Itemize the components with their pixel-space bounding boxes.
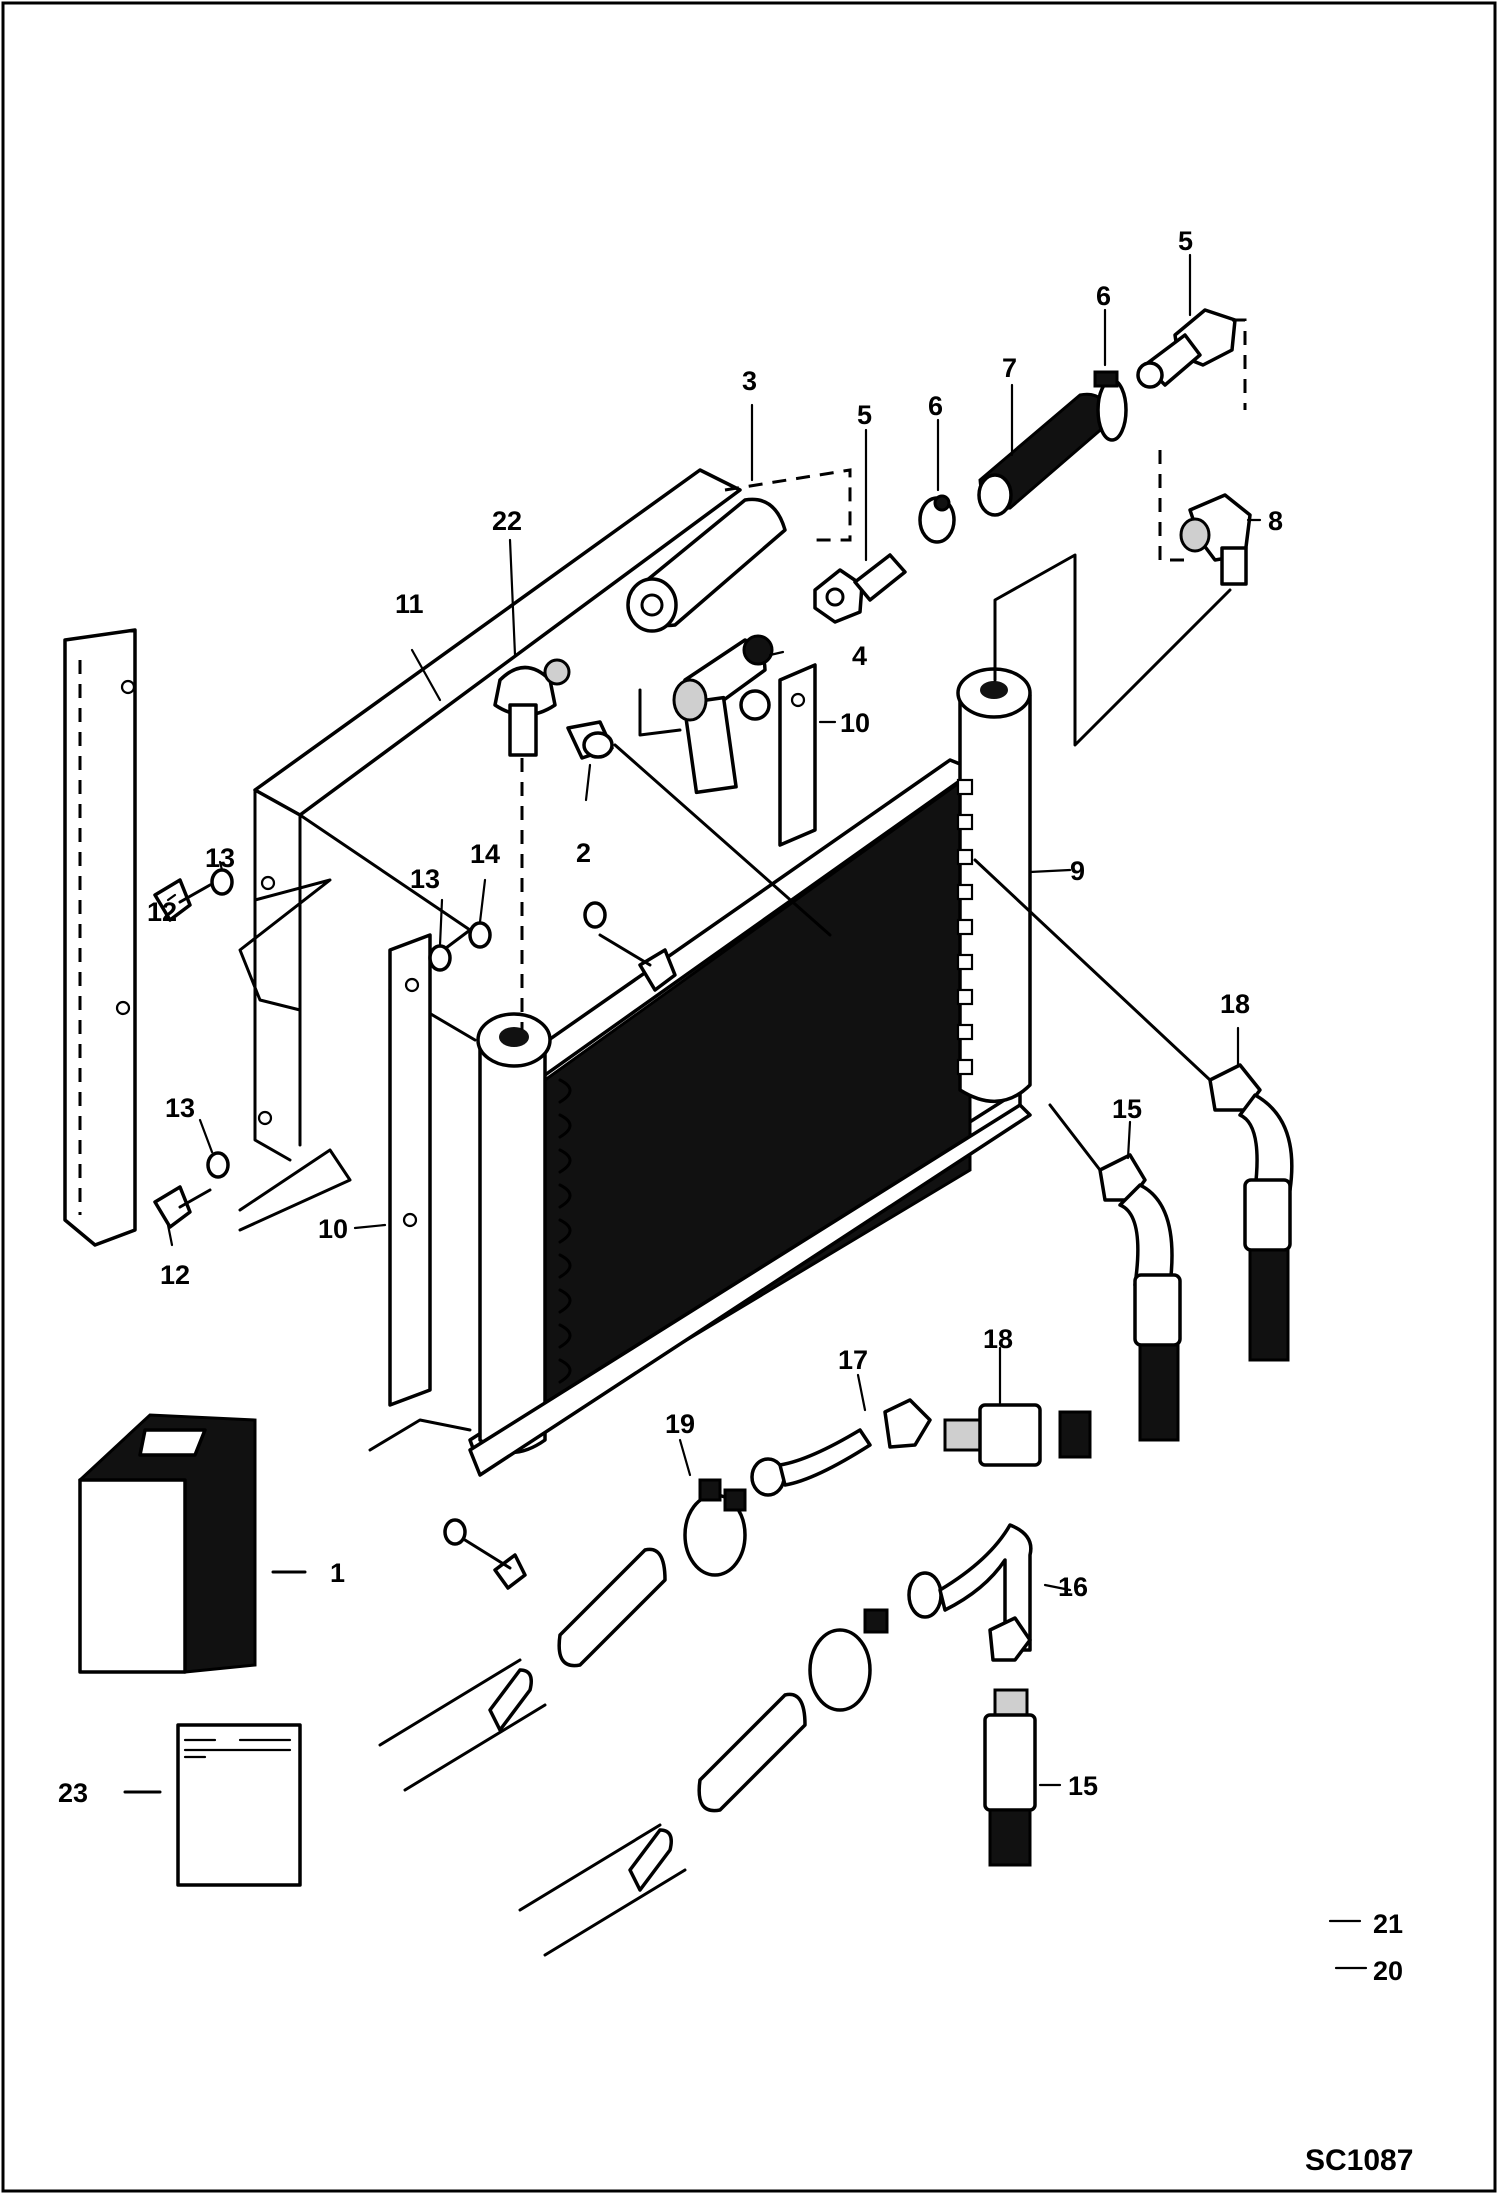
callout-22: 22 (492, 506, 522, 536)
callout-labels: 1 2 3 4 5 5 6 6 7 8 9 10 10 11 12 12 13 … (58, 226, 1403, 1986)
sleeve-lower (518, 1692, 807, 1957)
callout-16: 16 (1058, 1572, 1088, 1602)
nut-5-top (1136, 308, 1247, 410)
plug-2 (566, 720, 832, 937)
callout-15-upper: 15 (1112, 1094, 1142, 1124)
callout-8: 8 (1268, 506, 1283, 536)
callout-7: 7 (1002, 353, 1017, 383)
callout-4: 4 (852, 641, 867, 671)
clamp-6 (918, 494, 956, 544)
tee-fitting-22 (493, 658, 571, 1030)
bracket-upper (778, 663, 817, 847)
callout-23: 23 (58, 1778, 88, 1808)
pipe-17 (750, 1398, 1092, 1497)
screw-washer-lower (153, 1151, 230, 1229)
callout-13-lower: 13 (165, 1093, 195, 1123)
sleeve-upper (378, 1547, 667, 1792)
callout-13-middle: 13 (410, 864, 440, 894)
callout-12-lower: 12 (160, 1260, 190, 1290)
bottom-screw (368, 1418, 527, 1590)
callout-5-top: 5 (1178, 226, 1193, 256)
callout-12-upper: 12 (147, 897, 177, 927)
instruction-sheet-23 (123, 1723, 302, 1887)
callout-3: 3 (742, 366, 757, 396)
hose-7 (977, 392, 1114, 517)
bracket-left (388, 933, 432, 1407)
hose-assembly-18-upper (973, 858, 1294, 1362)
callout-2: 2 (576, 838, 591, 868)
clamp-lower (808, 1608, 889, 1712)
pipe-16 (907, 1523, 1037, 1867)
callout-15-lower: 15 (1068, 1771, 1098, 1801)
leader-lines (166, 253, 1368, 1970)
callout-1: 1 (330, 1558, 345, 1588)
callout-5-middle: 5 (857, 400, 872, 430)
oil-cooler-core (468, 667, 1032, 1477)
hose-assembly-15-upper (1048, 1103, 1182, 1442)
callout-10-upper: 10 (840, 708, 870, 738)
nut-pipe-5 (813, 553, 907, 624)
callout-17: 17 (838, 1345, 868, 1375)
callout-6-middle: 6 (928, 391, 943, 421)
callout-9: 9 (1070, 856, 1085, 886)
shroud-cover (238, 468, 742, 1232)
tee-4 (638, 634, 774, 795)
callout-20: 20 (1373, 1956, 1403, 1986)
drawing-code: SC1087 (1305, 2144, 1413, 2177)
callout-14: 14 (470, 839, 500, 869)
screw-washer-upper (153, 868, 234, 922)
callout-18-lower: 18 (983, 1324, 1013, 1354)
elbow-8 (993, 450, 1252, 747)
callout-11: 11 (395, 589, 424, 619)
kit-box-1 (78, 1413, 307, 1674)
callout-6-top: 6 (1096, 281, 1111, 311)
callout-13-upper: 13 (205, 843, 235, 873)
clamp-6-top (1093, 370, 1128, 442)
side-mount-channel (63, 628, 137, 1247)
callout-19: 19 (665, 1409, 695, 1439)
hose-fitting-3 (626, 468, 852, 633)
callout-18-upper: 18 (1220, 989, 1250, 1019)
callout-21: 21 (1373, 1909, 1403, 1939)
clamp-19 (683, 1478, 747, 1577)
callout-10-lower: 10 (318, 1214, 348, 1244)
